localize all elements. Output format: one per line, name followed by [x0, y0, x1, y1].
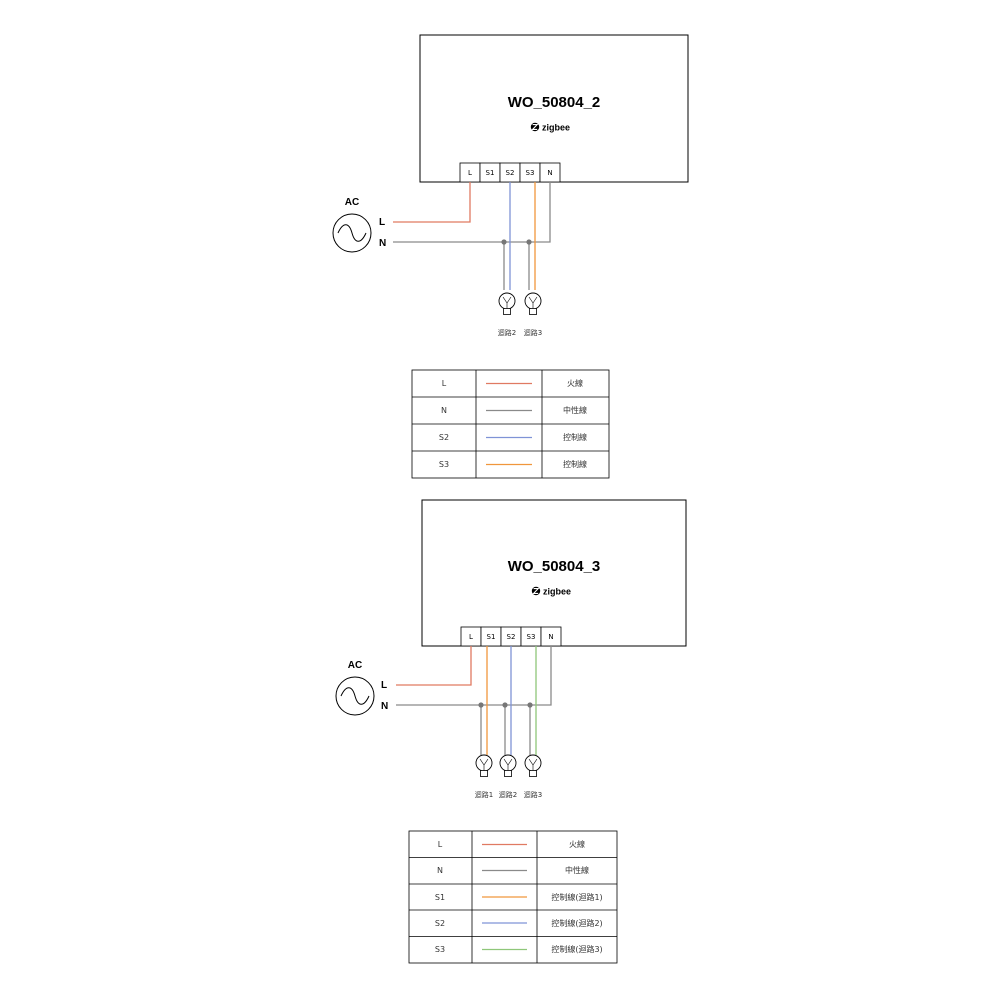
terminal-s3: S3 — [527, 633, 536, 641]
ac-label: AC — [348, 660, 362, 671]
terminal-s2: S2 — [507, 633, 516, 641]
wires — [396, 646, 552, 755]
device-box — [421, 499, 687, 647]
lamp-loop-2: 迴路2 — [499, 754, 517, 799]
legend-desc: 控制線 — [563, 459, 587, 469]
lamp-loop-2: 迴路2 — [498, 292, 516, 337]
live-label: L — [379, 217, 385, 228]
lamp-label: 迴路1 — [475, 790, 493, 799]
junction-dot — [527, 702, 533, 708]
neutral-label: N — [379, 238, 386, 249]
legend-code: S3 — [435, 945, 445, 954]
legend-desc: 火線 — [569, 839, 585, 849]
neutral-wire — [393, 182, 551, 243]
legend-desc: 控制線(迴路3) — [551, 944, 602, 954]
terminal-s1: S1 — [487, 633, 496, 641]
ac-source: AC L N — [332, 197, 386, 253]
zigbee-logo: zigbee — [530, 123, 570, 133]
terminal-s1: S1 — [486, 169, 495, 177]
lamp-label: 迴路2 — [499, 790, 517, 799]
legend-code: L — [442, 379, 447, 388]
legend-desc: 火線 — [567, 378, 583, 388]
legend-table: L 火線 N 中性線 S1 控制線(迴路1) S2 控制線(迴路2) S3 控制… — [408, 830, 618, 964]
brand-label: zigbee — [543, 587, 571, 597]
legend-code: S1 — [435, 893, 445, 902]
live-label: L — [381, 680, 387, 691]
terminal-n: N — [547, 169, 552, 177]
legend-code: N — [437, 866, 443, 875]
legend-code: S2 — [439, 433, 449, 442]
legend-code: L — [438, 840, 443, 849]
lamp-label: 迴路3 — [524, 790, 542, 799]
junction-dot — [501, 239, 507, 245]
terminal-l: L — [469, 633, 473, 641]
lamp-loop-1: 迴路1 — [475, 754, 493, 799]
diagram-wo-50804-2: WO_50804_2 zigbee L S1 S2 S3 N AC L N — [332, 34, 689, 479]
junction-dot — [526, 239, 532, 245]
legend-code: S2 — [435, 919, 445, 928]
terminal-n: N — [548, 633, 553, 641]
lamp-loop-3: 迴路3 — [524, 292, 542, 337]
legend-code: N — [441, 406, 447, 415]
legend-table: L 火線 N 中性線 S2 控制線 S3 控制線 — [411, 369, 610, 479]
junction-dot — [502, 702, 508, 708]
device-title: WO_50804_3 — [508, 558, 601, 575]
legend-code: S3 — [439, 460, 449, 469]
device-title: WO_50804_2 — [508, 94, 601, 111]
device-box — [419, 34, 689, 183]
legend-desc: 控制線(迴路1) — [551, 892, 602, 902]
neutral-label: N — [381, 701, 388, 712]
junction-dot — [478, 702, 484, 708]
terminal-s2: S2 — [506, 169, 515, 177]
live-wire — [396, 646, 472, 686]
terminal-l: L — [468, 169, 472, 177]
terminal-s3: S3 — [526, 169, 535, 177]
diagram-wo-50804-3: WO_50804_3 zigbee L S1 S2 S3 N AC L N — [335, 499, 687, 964]
lamp-loop-3: 迴路3 — [524, 754, 542, 799]
legend-desc: 中性線 — [565, 865, 589, 875]
lamp-label: 迴路2 — [498, 328, 516, 337]
wires — [393, 182, 551, 290]
neutral-wire — [396, 646, 552, 706]
brand-label: zigbee — [542, 123, 570, 133]
terminal-block: L S1 S2 S3 N — [459, 162, 561, 183]
terminal-block: L S1 S2 S3 N — [460, 626, 562, 647]
zigbee-logo: zigbee — [531, 587, 571, 597]
legend-desc: 控制線 — [563, 432, 587, 442]
legend-desc: 中性線 — [563, 405, 587, 415]
live-wire — [393, 182, 471, 223]
lamp-label: 迴路3 — [524, 328, 542, 337]
ac-label: AC — [345, 197, 359, 208]
legend-desc: 控制線(迴路2) — [551, 918, 602, 928]
ac-source: AC L N — [335, 660, 388, 716]
